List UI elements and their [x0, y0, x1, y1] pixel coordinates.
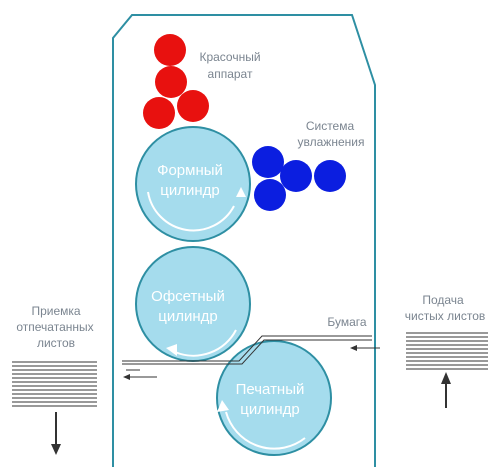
ink-roller — [154, 34, 186, 66]
rotation-arrowhead-icon — [217, 400, 229, 412]
offset-cylinder-label: цилиндр — [158, 308, 217, 325]
paper-path — [122, 335, 372, 365]
down-arrow-icon — [51, 444, 61, 455]
plate-cylinder-label: Формный — [157, 162, 223, 179]
dampening-label: увлажнения — [298, 135, 365, 149]
ink-roller — [177, 90, 209, 122]
ink-unit-label: аппарат — [208, 67, 253, 81]
ink-rollers — [143, 34, 209, 129]
dampening-roller — [314, 160, 346, 192]
plate-cylinder — [135, 126, 251, 242]
dampening-roller — [280, 160, 312, 192]
feeder-stack — [406, 332, 488, 370]
feeder-label: Подача — [422, 293, 464, 307]
delivery-stack — [12, 361, 97, 407]
rotation-arrow-icon — [174, 329, 237, 357]
ink-unit-label: Красочный — [199, 50, 260, 64]
dampening-roller — [254, 179, 286, 211]
paper-flow-arrow-right — [350, 345, 380, 351]
dampening-rollers — [252, 146, 346, 211]
left-arrow-icon — [350, 345, 357, 351]
paper-flow-arrow-left — [123, 374, 157, 380]
up-arrow-icon — [441, 372, 451, 384]
ink-roller — [155, 66, 187, 98]
delivery-arrow — [51, 412, 61, 455]
machine-frame — [112, 14, 376, 467]
impression-cylinder — [216, 340, 332, 456]
ink-roller — [143, 97, 175, 129]
rotation-arrow-icon — [225, 411, 306, 450]
dampening-roller — [252, 146, 284, 178]
rotation-arrowhead-icon — [236, 187, 246, 197]
delivery-label: листов — [37, 336, 75, 350]
plate-cylinder-label: цилиндр — [160, 182, 219, 199]
delivery-label: отпечатанных — [16, 320, 93, 334]
feed-arrow — [441, 372, 451, 408]
delivery-label: Приемка — [31, 304, 80, 318]
feeder-label: чистых листов — [405, 309, 486, 323]
offset-cylinder-label: Офсетный — [151, 288, 225, 305]
impression-cylinder-label: Печатный — [236, 381, 305, 398]
paper-label: Бумага — [327, 315, 367, 329]
dampening-label: Система — [306, 119, 355, 133]
impression-cylinder-label: цилиндр — [240, 401, 299, 418]
rotation-arrowhead-icon — [166, 344, 177, 356]
left-arrow-icon — [123, 374, 130, 380]
rotation-arrow-icon — [147, 191, 235, 232]
